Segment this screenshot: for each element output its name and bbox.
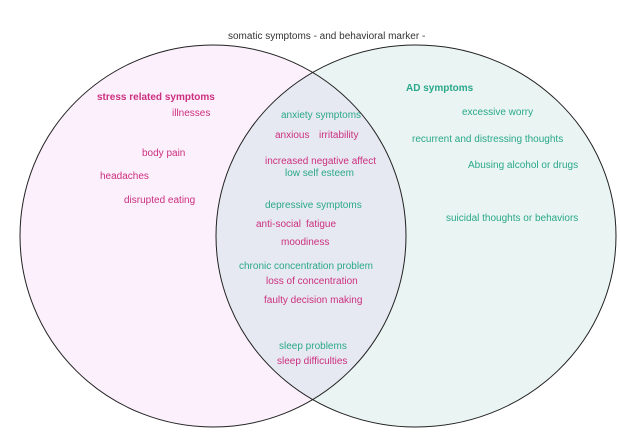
right-circle-outline	[215, 44, 617, 428]
overlap-anxious: anxious	[275, 130, 310, 141]
stress-item-body-pain: body pain	[142, 148, 186, 159]
overlap-fill	[216, 45, 406, 427]
left-circle-outline	[19, 44, 407, 428]
overlap-moodiness: moodiness	[281, 237, 330, 248]
ad-item-abusing-alcohol: Abusing alcohol or drugs	[468, 160, 579, 171]
ad-item-excessive-worry: excessive worry	[462, 107, 534, 118]
overlap-anxiety-symptoms: anxiety symptoms	[281, 110, 362, 121]
ad-item-recurrent-thoughts: recurrent and distressing thoughts	[412, 134, 564, 145]
stress-item-headaches: headaches	[100, 171, 149, 182]
overlap-fatigue: fatigue	[306, 219, 337, 230]
stress-item-disrupted-eating: disrupted eating	[124, 195, 196, 206]
overlap-anti-social: anti-social	[256, 219, 302, 230]
overlap-loss-of-concentration: loss of concentration	[266, 276, 358, 287]
overlap-low-self-esteem: low self esteem	[285, 168, 354, 179]
overlap-irritability: irritability	[319, 130, 359, 141]
overlap-sleep-problems: sleep problems	[279, 341, 347, 352]
ad-item-suicidal-thoughts: suicidal thoughts or behaviors	[446, 213, 579, 224]
overlap-chronic-concentration-problem: chronic concentration problem	[239, 261, 373, 272]
overlap-faulty-decision-making: faulty decision making	[264, 295, 363, 306]
stress-heading: stress related symptoms	[97, 92, 215, 103]
overlap-sleep-difficulties: sleep difficulties	[277, 356, 348, 367]
diagram-title: somatic symptoms - and behavioral marker…	[228, 31, 426, 42]
ad-heading: AD symptoms	[406, 83, 474, 94]
overlap-increased-negative-affect: increased negative affect	[265, 156, 377, 167]
overlap-depressive-symptoms: depressive symptoms	[265, 200, 362, 211]
stress-item-illnesses: illnesses	[172, 108, 211, 119]
